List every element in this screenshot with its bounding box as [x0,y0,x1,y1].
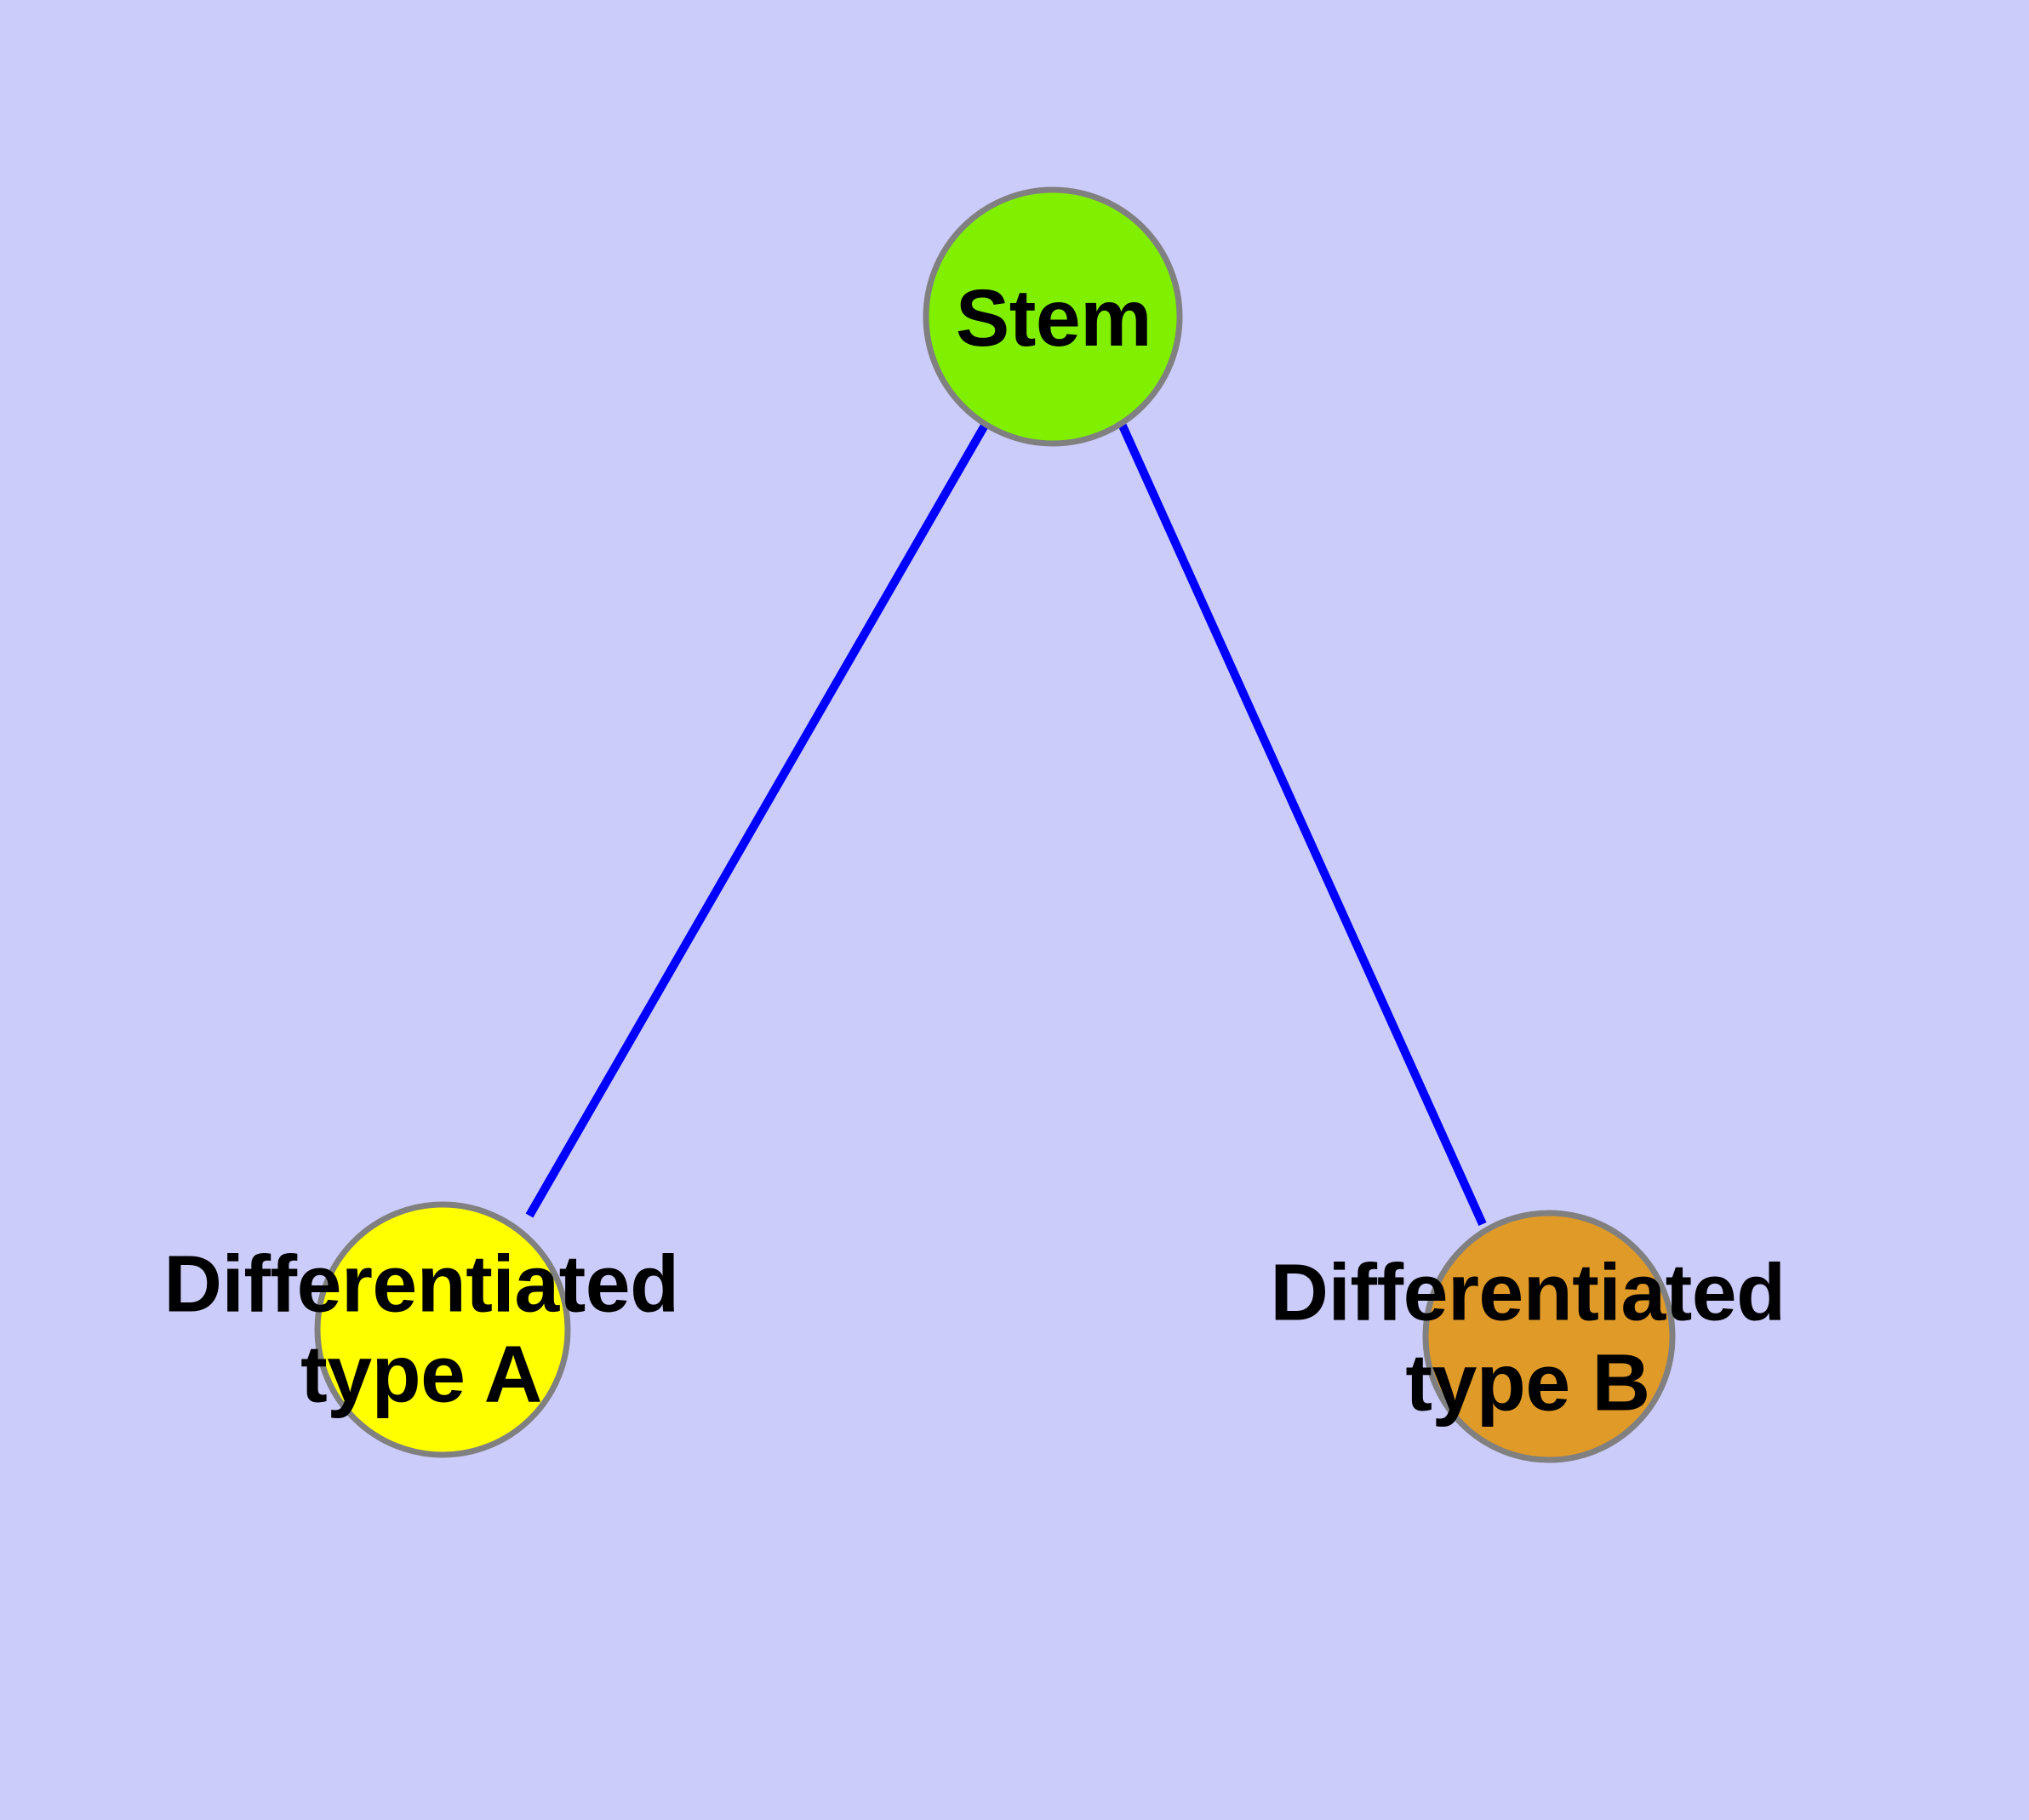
edge-stem-to-differentiated-type-b[interactable] [1117,421,1487,1227]
nodes-group [314,186,1676,1463]
node-differentiated-type-b[interactable] [1422,1210,1676,1463]
edges-group [525,421,1487,1227]
edge-stem-to-differentiated-type-a[interactable] [525,421,990,1218]
node-stem[interactable] [923,186,1183,447]
node-differentiated-type-a[interactable] [314,1201,571,1458]
